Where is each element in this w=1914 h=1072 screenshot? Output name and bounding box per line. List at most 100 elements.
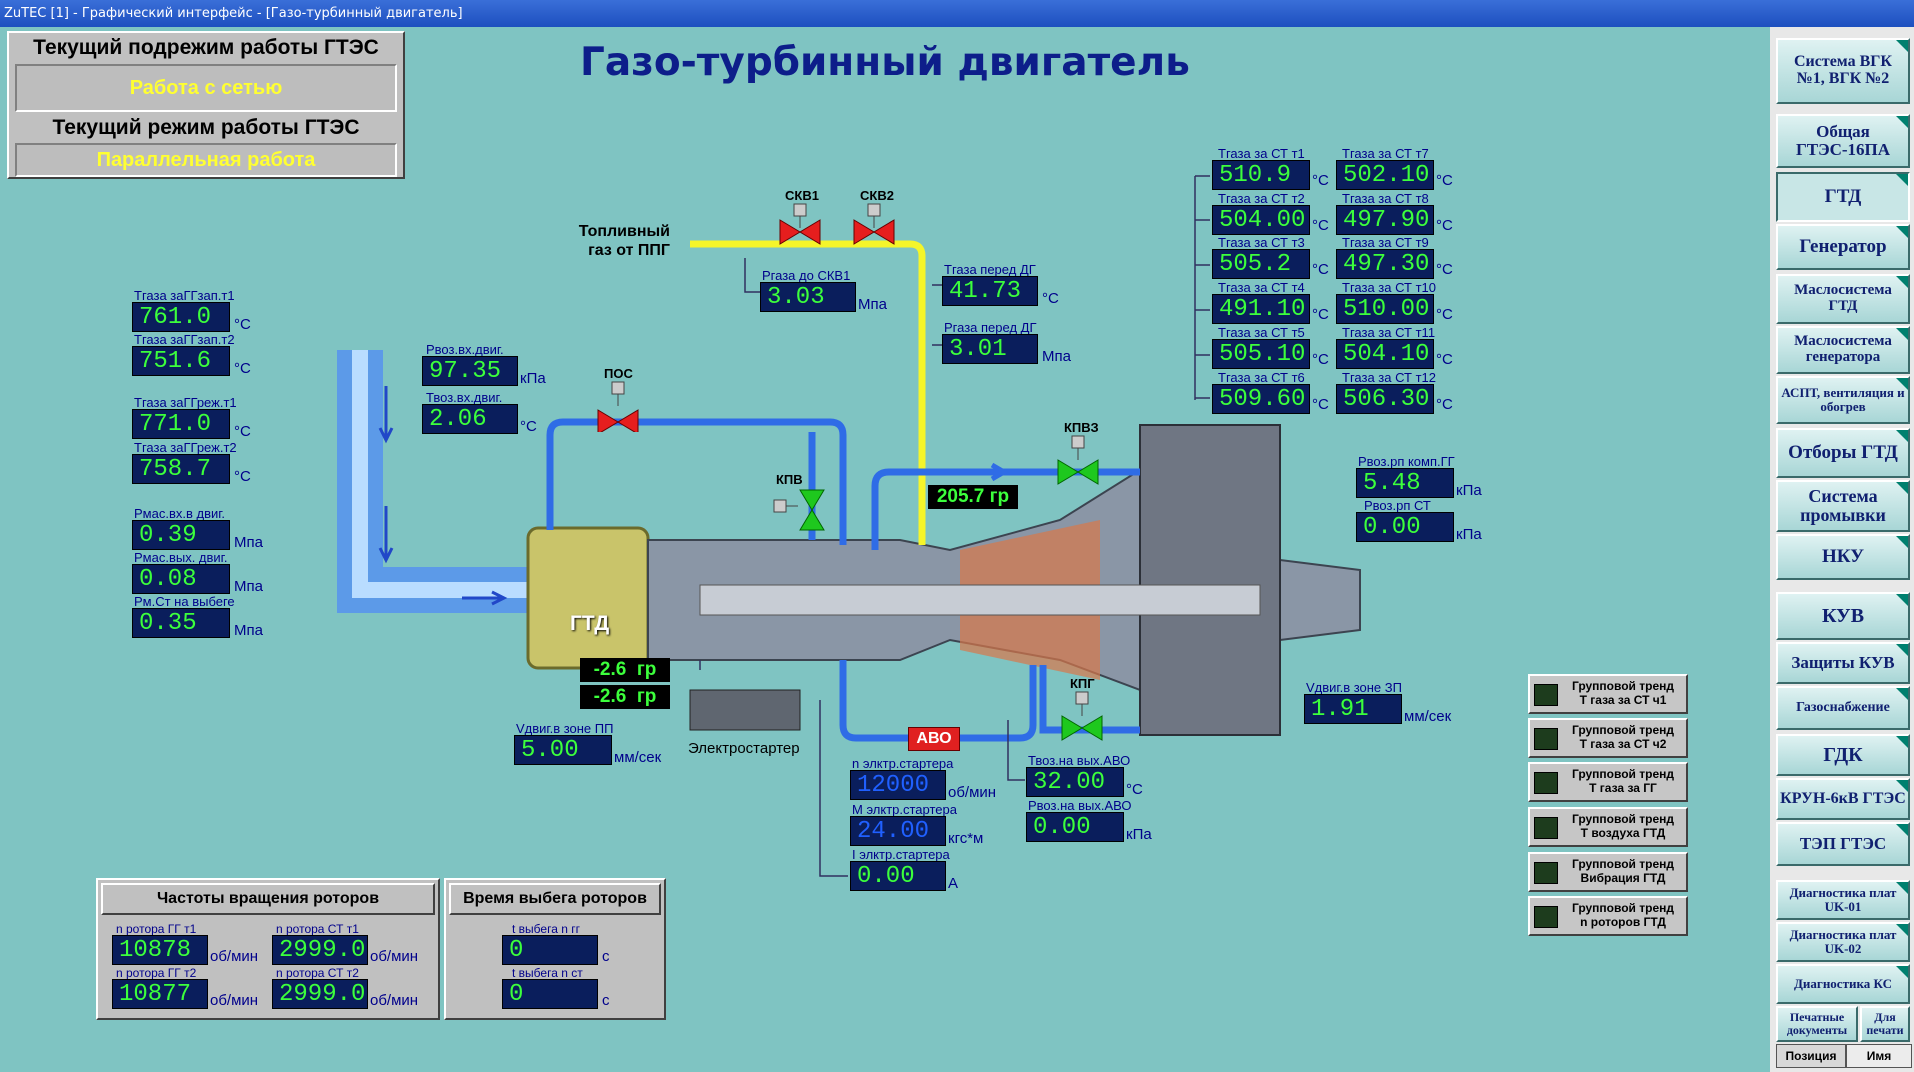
fuel-source-line2: газ от ППГ	[588, 242, 670, 259]
trend-chart-icon	[1534, 684, 1558, 706]
p-skv1-unit: Мпа	[858, 296, 887, 313]
valve-kpv-icon[interactable]	[772, 486, 828, 534]
submode-header: Текущий подрежим работы ГТЭС	[33, 36, 379, 59]
rotor-st1-unit: об/мин	[370, 948, 419, 965]
sidebar-item-kuv-protection[interactable]: Защиты КУВ	[1776, 642, 1910, 684]
rundown-gg-value: 0	[502, 935, 598, 965]
st-temp-label: Тгаза за СТ т9	[1342, 235, 1429, 250]
sidebar-item-gdk[interactable]: ГДК	[1776, 734, 1910, 776]
vib-zp-unit: мм/сек	[1404, 708, 1452, 725]
corner-marker-icon	[1896, 882, 1908, 894]
kpvz-pipe	[871, 468, 1140, 550]
corner-marker-icon	[1896, 276, 1908, 288]
sidebar-item-oil-generator[interactable]: Маслосистема генератора	[1776, 326, 1910, 374]
trend-chart-icon	[1534, 728, 1558, 750]
sidebar-item-gas-supply[interactable]: Газоснабжение	[1776, 686, 1910, 730]
sidebar-item-kuv[interactable]: КУВ	[1776, 592, 1910, 640]
param-unit: °С	[234, 423, 251, 440]
starter-n-value: 12000	[850, 770, 946, 800]
param-label: Рмас.вх.в двиг.	[134, 506, 226, 521]
corner-marker-icon	[1896, 226, 1908, 238]
param-value: 761.0	[132, 302, 230, 332]
sidebar-item-nku[interactable]: НКУ	[1776, 534, 1910, 580]
param-label: Рм.Ст на выбеге	[134, 594, 235, 609]
vib-pp-label: Vдвиг.в зоне ПП	[516, 721, 614, 736]
flow-arrow	[378, 506, 394, 564]
st-temp-value: 502.10	[1336, 160, 1434, 190]
inlet-p-label: Рвоз.вх.двиг.	[426, 342, 504, 357]
sidebar-item-aspt[interactable]: АСПТ, вентиляция и обогрев	[1776, 376, 1910, 424]
sidebar-item-print-docs[interactable]: Печатные документы	[1776, 1006, 1858, 1042]
rotor-st2-label: n ротора СТ т2	[276, 966, 359, 980]
turbine-exhaust-casing	[1139, 424, 1281, 736]
vib-zp-label: Vдвиг.в зоне ЗП	[1306, 680, 1402, 695]
corner-marker-icon	[1896, 40, 1908, 52]
corner-marker-icon	[1896, 378, 1908, 390]
corner-marker-icon	[1896, 644, 1908, 656]
st-temp-unit: °С	[1436, 351, 1453, 368]
vib-zp-value: 1.91	[1304, 694, 1402, 724]
sidebar-item-diag-ks[interactable]: Диагностика КС	[1776, 964, 1910, 1004]
corner-marker-icon	[1896, 736, 1908, 748]
sidebar-item-tep[interactable]: ТЭП ГТЭС	[1776, 822, 1910, 866]
window-title: ZuTEC [1] - Графический интерфейс - [Газ…	[4, 6, 463, 21]
avo-t-value: 32.00	[1026, 767, 1124, 797]
valve-pos-icon[interactable]	[596, 380, 640, 432]
corner-marker-icon	[1896, 116, 1908, 128]
tab-position[interactable]: Позиция	[1776, 1044, 1846, 1068]
engine-shaft	[699, 584, 1261, 616]
rotor-gg1-label: n ротора ГГ т1	[116, 922, 197, 936]
p-st-value: 0.00	[1356, 512, 1454, 542]
corner-marker-icon	[1896, 594, 1908, 606]
st-temps-grid: Тгаза за СТ т1 510.9 °С Тгаза за СТ т7 5…	[1212, 146, 1462, 416]
avo-cooler-badge[interactable]: АВО	[908, 727, 960, 751]
param-unit: °С	[234, 316, 251, 333]
sidebar-item-gtd[interactable]: ГТД	[1776, 172, 1910, 222]
tab-name[interactable]: Имя	[1846, 1044, 1912, 1068]
p-dg-value: 3.01	[942, 334, 1038, 364]
valve-kpg-icon[interactable]	[1060, 690, 1104, 742]
sidebar-item-vgk[interactable]: Система ВГК №1, ВГК №2	[1776, 38, 1910, 104]
sidebar-item-bleed[interactable]: Отборы ГТД	[1776, 428, 1910, 478]
param-label: Тгаза заГГреж.т1	[134, 395, 237, 410]
sidebar-item-oil-gtd[interactable]: Маслосистема ГТД	[1776, 274, 1910, 324]
sidebar-item-diag-uk02[interactable]: Диагностика плат UK-02	[1776, 922, 1910, 962]
sidebar-item-diag-uk01[interactable]: Диагностика плат UK-01	[1776, 880, 1910, 920]
sidebar-item-krun[interactable]: КРУН-6кВ ГТЭС	[1776, 778, 1910, 820]
st-temp-value: 505.10	[1212, 339, 1310, 369]
st-temp-unit: °С	[1436, 261, 1453, 278]
st-temp-value: 510.00	[1336, 294, 1434, 324]
valve-skv2-icon[interactable]	[852, 202, 896, 254]
sidebar-item-generator[interactable]: Генератор	[1776, 224, 1910, 270]
rotor-speeds-header: Частоты вращения роторов	[101, 883, 435, 915]
corner-marker-icon	[1896, 924, 1908, 936]
sidebar-item-wash[interactable]: Система промывки	[1776, 480, 1910, 532]
valve-kpvz-icon[interactable]	[1056, 434, 1100, 486]
valve-skv1-icon[interactable]	[778, 202, 822, 254]
corner-marker-icon	[1896, 966, 1908, 978]
param-label: Тгаза заГГзап.т1	[134, 288, 235, 303]
p-st-label: Рвоз.рп СТ	[1364, 498, 1431, 513]
trend-chart-icon	[1534, 906, 1558, 928]
avo-p-label: Рвоз.на вых.АВО	[1028, 798, 1132, 813]
rundown-st-value: 0	[502, 979, 598, 1009]
st-temp-label: Тгаза за СТ т12	[1342, 370, 1437, 385]
st-temp-value: 504.00	[1212, 205, 1310, 235]
st-temp-unit: °С	[1312, 396, 1329, 413]
starter-i-value: 0.00	[850, 861, 946, 891]
t-dg-label: Тгаза перед ДГ	[944, 262, 1036, 277]
st-temp-label: Тгаза за СТ т6	[1218, 370, 1305, 385]
sidebar-item-gtes[interactable]: Общая ГТЭС-16ПА	[1776, 114, 1910, 168]
st-temp-label: Тгаза за СТ т4	[1218, 280, 1305, 295]
sidebar-item-for-print[interactable]: Для печати	[1860, 1006, 1910, 1042]
rotor-gg2-unit: об/мин	[210, 992, 259, 1009]
